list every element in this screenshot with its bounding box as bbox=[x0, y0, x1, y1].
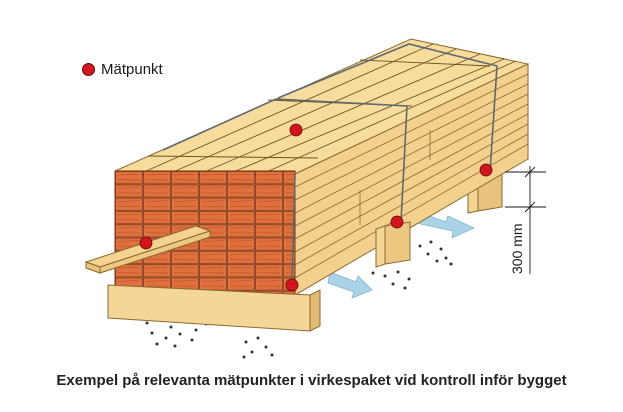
dimension-label: 300 mm bbox=[509, 223, 525, 274]
support-beam-front bbox=[107, 284, 321, 332]
airflow-arrow-icon bbox=[415, 211, 475, 239]
support-beam-middle bbox=[375, 221, 411, 268]
figure-caption: Exempel på relevanta mätpunkter i virkes… bbox=[56, 372, 567, 389]
measurement-point-marker bbox=[139, 123, 493, 292]
board-seams-top bbox=[143, 43, 517, 175]
dimension-line bbox=[505, 166, 546, 274]
legend-label: Mätpunkt bbox=[101, 61, 163, 78]
strapping-bands bbox=[162, 43, 498, 287]
measurement-point-marker bbox=[82, 63, 95, 76]
legend: Mätpunkt bbox=[82, 61, 163, 78]
airflow-arrow-icon bbox=[327, 271, 373, 299]
